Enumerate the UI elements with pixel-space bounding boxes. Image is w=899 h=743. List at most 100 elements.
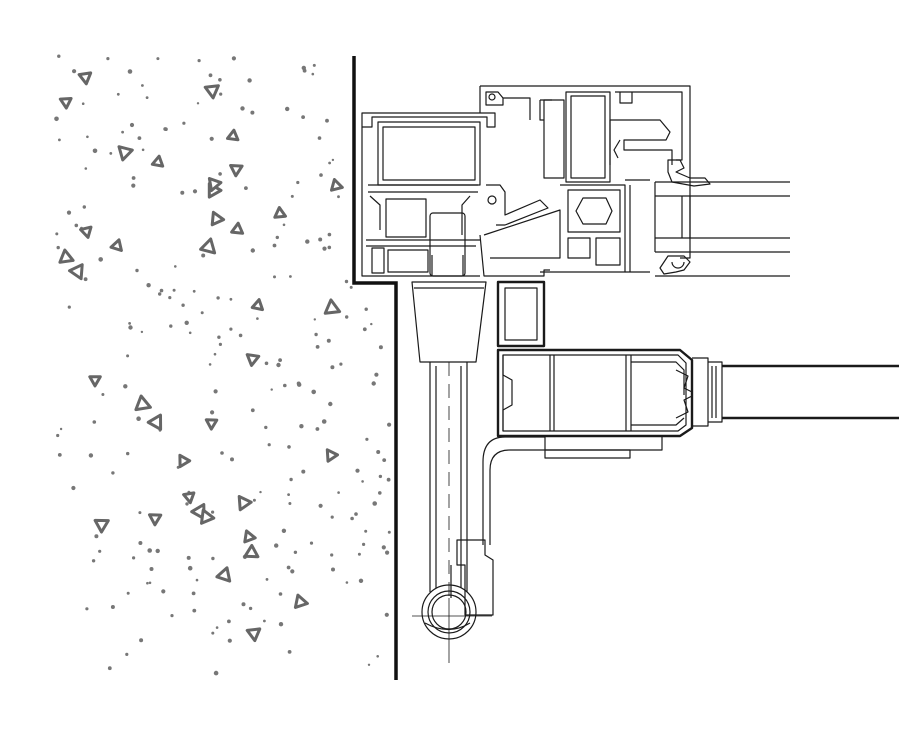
concrete-dot [147, 548, 152, 553]
concrete-dot [185, 502, 189, 506]
concrete-aggregate [245, 353, 261, 367]
concrete-aggregate [207, 177, 223, 192]
concrete-dot [330, 515, 334, 519]
concrete-aggregate [230, 221, 245, 235]
concrete-dot [299, 424, 304, 429]
concrete-dot [331, 567, 335, 572]
concrete-dot [211, 556, 215, 561]
concrete-dot [309, 541, 314, 545]
concrete-dot [281, 528, 287, 533]
concrete-dot [131, 183, 136, 188]
concrete-dot [364, 529, 368, 533]
concrete-dot [311, 72, 315, 76]
concrete-aggregate [204, 418, 219, 431]
concrete-dot [146, 581, 149, 585]
concrete-aggregate [117, 145, 134, 162]
concrete-dot [141, 148, 145, 152]
concrete-aggregate [323, 298, 342, 315]
concrete-aggregate [58, 97, 73, 110]
concrete-dot [286, 565, 291, 570]
concrete-dot [311, 389, 317, 395]
concrete-dot [328, 401, 333, 407]
concrete-aggregate [146, 413, 163, 431]
concrete-dot [313, 318, 316, 321]
concrete-dot [315, 345, 320, 349]
concrete-dot [274, 543, 279, 548]
concrete-dot [382, 458, 387, 462]
concrete-dot [367, 663, 371, 666]
concrete-dot [155, 548, 160, 554]
concrete-dot [318, 503, 323, 508]
concrete-dot [297, 382, 302, 387]
concrete-aggregate [148, 513, 163, 527]
concrete-aggregate [68, 263, 84, 281]
concrete-dot [149, 567, 154, 571]
concrete-dot [138, 511, 142, 515]
concrete-dot [282, 223, 286, 227]
concrete-dot [371, 381, 376, 386]
concrete-dot [184, 320, 189, 325]
concrete-dot [187, 565, 193, 571]
concrete-dot [231, 56, 236, 61]
concrete-dot [136, 416, 141, 422]
concrete-dot [121, 130, 124, 134]
concrete-dot [339, 362, 343, 366]
concrete-dot [326, 338, 331, 343]
concrete-dot [192, 189, 198, 194]
concrete-dot [263, 619, 266, 623]
concrete-dot [196, 102, 200, 105]
concrete-dot [82, 205, 87, 209]
concrete-dot [362, 542, 366, 547]
concrete-aggregate [178, 453, 192, 469]
concrete-dot [145, 96, 149, 99]
concrete-aggregate [58, 248, 75, 264]
concrete-dot [146, 283, 151, 288]
concrete-aggregate [88, 375, 102, 388]
concrete-dot [161, 589, 166, 594]
concrete-dot [215, 626, 219, 629]
concrete-dot [111, 471, 115, 475]
concrete-aggregate [203, 84, 220, 100]
concrete-hatching [54, 54, 392, 676]
concrete-dot [376, 450, 381, 454]
concrete-dot [138, 541, 143, 545]
concrete-dot [289, 477, 293, 482]
concrete-dot [350, 516, 354, 521]
concrete-dot [372, 501, 378, 506]
concrete-dot [250, 110, 255, 115]
concrete-dot [331, 158, 335, 162]
concrete-dot [337, 491, 340, 494]
concrete-dot [168, 296, 172, 300]
concrete-dot [283, 383, 287, 388]
concrete-dot [387, 530, 391, 534]
concrete-dot [349, 285, 353, 289]
concrete-dot [278, 622, 284, 627]
concrete-dot [358, 578, 364, 583]
concrete-dot [158, 292, 162, 296]
concrete-dot [81, 102, 85, 105]
concrete-dot [330, 553, 334, 557]
concrete-dot [216, 296, 220, 300]
concrete-dot [293, 550, 298, 554]
concrete-dot [71, 485, 76, 491]
concrete-dot [66, 210, 72, 215]
concrete-dot [385, 550, 390, 555]
concrete-dot [218, 172, 222, 176]
concrete-dot [211, 510, 215, 514]
concrete-dot [345, 315, 349, 319]
concrete-dot [163, 127, 168, 131]
concrete-dot [288, 502, 292, 505]
concrete-dot [378, 491, 382, 495]
concrete-dot [290, 569, 295, 574]
wall-outline [352, 56, 398, 680]
concrete-dot [387, 422, 392, 427]
concrete-dot [357, 552, 361, 556]
concrete-dot [312, 63, 316, 67]
concrete-dot [328, 161, 331, 165]
concrete-dot [58, 138, 61, 142]
concrete-dot [74, 223, 79, 228]
concrete-dot [210, 410, 215, 415]
concrete-dot [264, 361, 269, 366]
concrete-dot [98, 257, 103, 262]
concrete-dot [67, 305, 71, 309]
